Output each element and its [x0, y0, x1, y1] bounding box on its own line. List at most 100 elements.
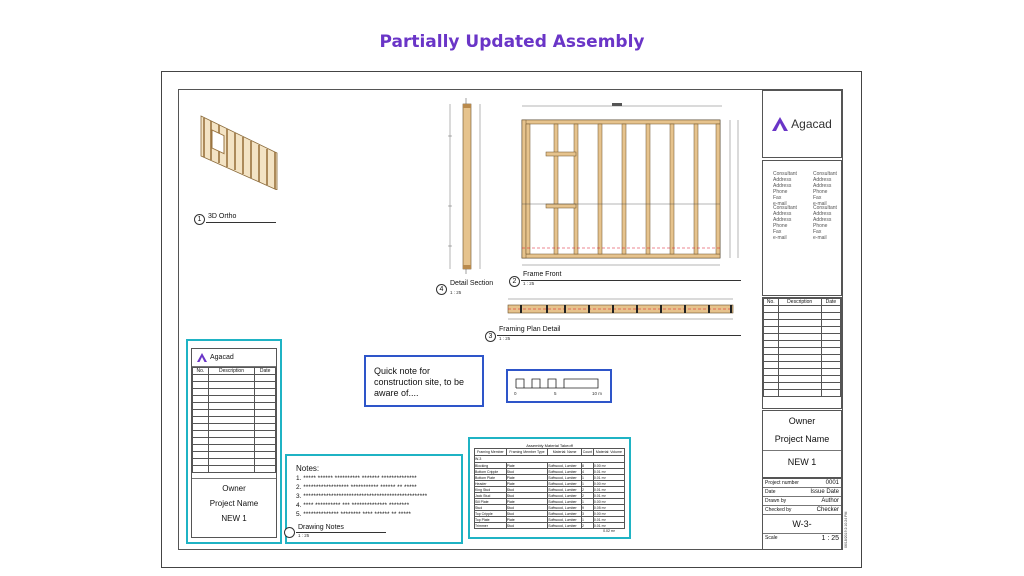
revision-cell [192, 458, 209, 466]
revision-cell [207, 465, 256, 473]
revision-cell [763, 375, 779, 383]
project-name: Project Name [774, 434, 830, 444]
revision-row [192, 430, 276, 438]
consultant-4: Consultant Address Address Phone Fax e-m… [813, 205, 837, 241]
note-item: 3. *************************************… [296, 493, 428, 500]
revision-cell [763, 340, 779, 348]
view-title-underline [497, 335, 741, 336]
revision-row [763, 305, 841, 313]
revision-row [763, 326, 841, 334]
revision-row [763, 361, 841, 369]
scale-bar-graphic [515, 378, 599, 389]
revision-row [192, 416, 276, 424]
mini-sheet-name: NEW 1 [221, 514, 247, 523]
sheet-name: NEW 1 [763, 450, 841, 467]
info-label: Date [765, 489, 776, 495]
view-title-underline [296, 532, 386, 533]
callout-notes[interactable] [285, 454, 463, 544]
revision-row [763, 368, 841, 376]
revision-cell [192, 451, 209, 459]
revision-cell [777, 368, 822, 376]
revision-cell [820, 368, 841, 376]
revision-cell [254, 451, 276, 459]
frame-front-view[interactable] [512, 100, 744, 270]
view-title-underline [521, 280, 741, 281]
rev-header-description: Description [207, 367, 256, 375]
revision-cell [207, 409, 256, 417]
consultant-name: Consultant [773, 205, 797, 211]
scale-tick-10: 10 m [592, 391, 603, 396]
revision-cell [254, 465, 276, 473]
note-item: 1. ***** ****** ********** ******* *****… [296, 475, 417, 482]
rev-header-date: Date [820, 298, 841, 306]
consultant-3: Consultant Address Address Phone Fax e-m… [773, 205, 797, 241]
info-value: Checker [816, 507, 839, 513]
revision-cell [207, 395, 256, 403]
revision-cell [192, 444, 209, 452]
revision-cell [777, 375, 822, 383]
scale-bar-box[interactable]: 0 5 10 m [506, 369, 612, 403]
detail-section-view[interactable] [444, 96, 488, 276]
3d-ortho-view[interactable] [195, 108, 290, 190]
revision-cell [820, 312, 841, 320]
consultant-line: Address [773, 177, 792, 183]
revision-cell [820, 375, 841, 383]
view-scale-frame-front: 1 : 25 [523, 281, 535, 286]
quick-note-box[interactable]: Quick note for construction site, to be … [364, 355, 484, 407]
revision-row [192, 402, 276, 410]
logo-text: Agacad [791, 117, 832, 131]
consultant-line: Fax [813, 229, 822, 235]
revision-cell [207, 423, 256, 431]
revision-cell [192, 465, 209, 473]
revision-cell [254, 402, 276, 410]
takeoff-header: Count [581, 448, 594, 456]
takeoff-cell: 0.01 m³ [592, 522, 625, 529]
revision-cell [820, 354, 841, 362]
consultant-line: e-mail [813, 201, 827, 207]
consultant-line: Phone [773, 223, 788, 229]
callout-material-takeoff[interactable] [468, 437, 631, 539]
view-number-1: 1 [194, 214, 205, 225]
consultant-line: Address [773, 217, 792, 223]
scale-tick-0: 0 [514, 391, 517, 396]
revision-cell [820, 305, 841, 313]
view-number-2: 2 [509, 276, 520, 287]
note-item: 2. ****************** *********** ******… [296, 484, 417, 491]
revision-cell [777, 333, 822, 341]
drawing-sheet [161, 71, 862, 568]
takeoff-cell: Trimmer [474, 522, 507, 529]
takeoff-cell: Softwood, Lumber [547, 522, 582, 529]
revision-row [192, 437, 276, 445]
rev-header-no: No. [763, 298, 779, 306]
view-title-detail-section: Detail Section [450, 280, 494, 287]
consultant-line: Phone [813, 189, 828, 195]
revision-cell [777, 312, 822, 320]
revision-row [192, 444, 276, 452]
view-title-frame-front: Frame Front [523, 271, 562, 278]
consultant-1: Consultant Address Address Phone Fax e-m… [773, 171, 797, 207]
consultant-line: Address [813, 217, 832, 223]
info-label: Project number [765, 480, 799, 486]
revision-row [763, 382, 841, 390]
owner-label: Owner [788, 416, 816, 426]
revision-cell [763, 389, 779, 397]
revision-cell [254, 395, 276, 403]
revision-cell [777, 354, 822, 362]
revision-cell [192, 395, 209, 403]
revision-row [763, 347, 841, 355]
callout-titleblock-preview[interactable] [186, 339, 282, 544]
takeoff-total: 0.02 m³ [603, 529, 615, 533]
notes-list: 1. ***** ****** ********** ******* *****… [296, 474, 458, 519]
view-title-drawing-notes: Drawing Notes [298, 524, 344, 531]
framing-plan-view[interactable] [498, 296, 743, 324]
consultants-panel: Consultant Address Address Phone Fax e-m… [762, 160, 842, 296]
takeoff-header: Framing Member [474, 448, 507, 456]
revision-cell [777, 319, 822, 327]
consultant-name: Consultant [813, 205, 837, 211]
revision-cell [763, 319, 779, 327]
revision-row [192, 409, 276, 417]
view-title-3d-ortho: 3D Ortho [208, 213, 237, 220]
